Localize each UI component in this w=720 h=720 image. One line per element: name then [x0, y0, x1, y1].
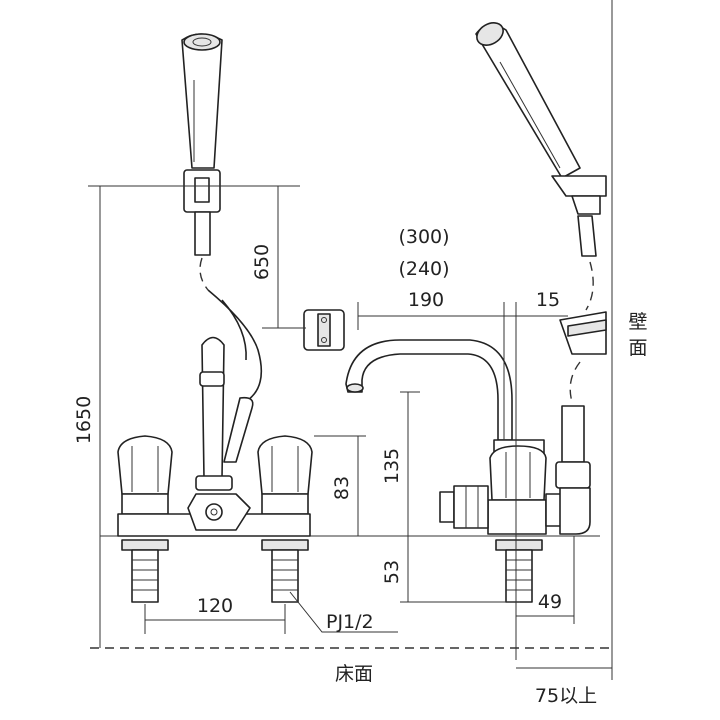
dim-right-offset: 49 [538, 591, 562, 613]
dim-handle-height: 83 [331, 476, 353, 500]
right-faucet-body [439, 405, 591, 603]
dim-spout-height: 135 [381, 448, 403, 484]
dim-total-height: 1650 [73, 396, 95, 444]
label-wall-2: 面 [628, 337, 647, 359]
label-thread: PJ1/2 [326, 611, 374, 633]
right-hand-shower [475, 22, 607, 257]
dim-reach-300: (300) [398, 226, 449, 248]
dim-pipe-pitch: 120 [197, 595, 233, 617]
dim-reach-240: (240) [398, 258, 449, 280]
label-floor: 床面 [335, 663, 373, 685]
right-wall-hook [559, 311, 607, 355]
dim-reach-190: 190 [408, 289, 444, 311]
right-hose-dash [585, 261, 594, 311]
spout [345, 339, 513, 441]
dim-hose-hook: 650 [251, 244, 273, 280]
left-faucet-body [117, 336, 313, 603]
hose-left [199, 257, 209, 291]
dim-wall-offset: 15 [536, 289, 560, 311]
dim-wall-clearance: 75以上 [535, 685, 597, 707]
dim-base-deck: 53 [381, 560, 403, 584]
hand-shower-left [181, 33, 223, 256]
wall-hook [303, 309, 345, 351]
label-wall-1: 壁 [628, 311, 647, 333]
